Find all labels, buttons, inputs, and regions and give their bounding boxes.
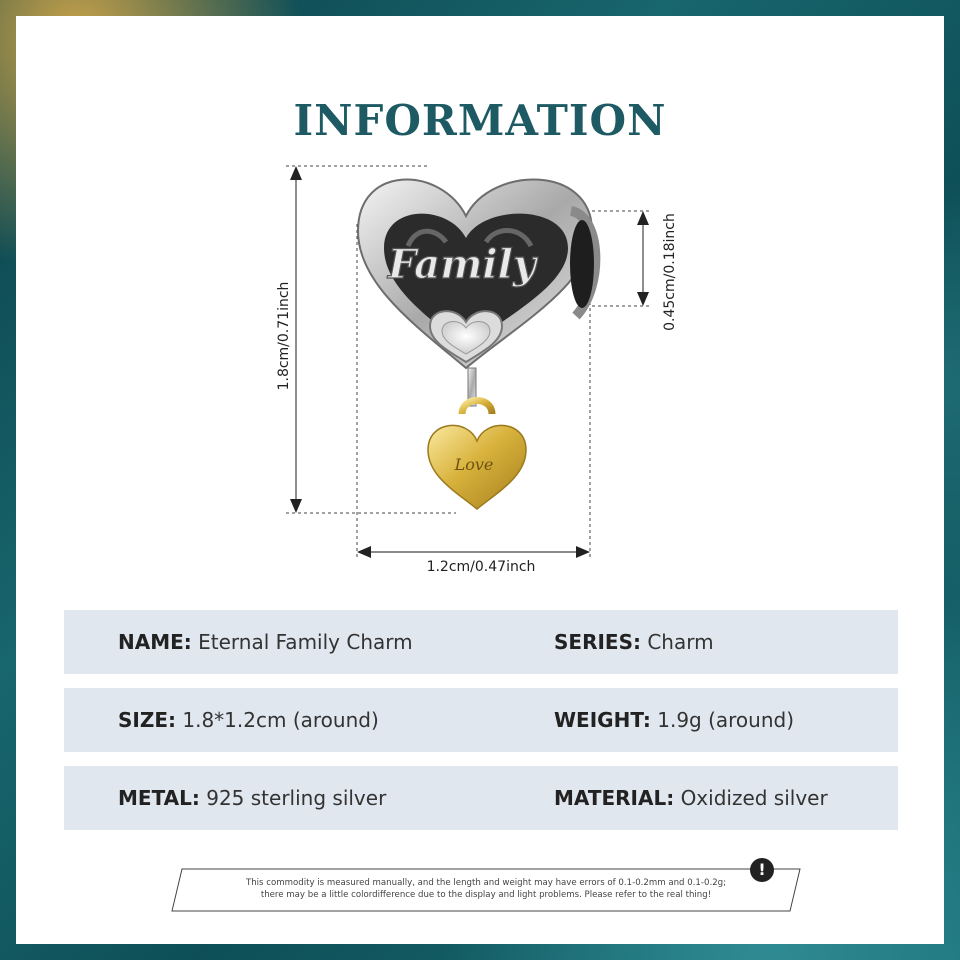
notice-text: This commodity is measured manually, and… bbox=[166, 877, 806, 901]
notice-line-2: there may be a little colordifference du… bbox=[260, 890, 712, 900]
spec-row-size: SIZE: 1.8*1.2cm (around) WEIGHT: 1.9g (a… bbox=[64, 688, 898, 752]
charm-engraving-love: Love bbox=[454, 455, 494, 474]
spec-value: 1.9g (around) bbox=[657, 708, 795, 732]
spec-cell-series: SERIES: Charm bbox=[554, 610, 714, 674]
charm-heart bbox=[356, 178, 601, 370]
dimension-arrows bbox=[290, 166, 649, 558]
spec-value: Charm bbox=[647, 630, 714, 654]
spec-value: Eternal Family Charm bbox=[198, 630, 413, 654]
spec-label: SIZE: bbox=[118, 708, 177, 732]
spec-cell-metal: METAL: 925 sterling silver bbox=[118, 766, 386, 830]
spec-row-name: NAME: Eternal Family Charm SERIES: Charm bbox=[64, 610, 898, 674]
charm-diagram: Family Love bbox=[286, 165, 652, 558]
spec-cell-material: MATERIAL: Oxidized silver bbox=[554, 766, 828, 830]
spec-value: 925 sterling silver bbox=[206, 786, 387, 810]
spec-label: METAL: bbox=[118, 786, 200, 810]
charm-connector bbox=[458, 367, 496, 415]
spec-cell-size: SIZE: 1.8*1.2cm (around) bbox=[118, 688, 379, 752]
spec-label: WEIGHT: bbox=[554, 708, 651, 732]
notice-line-1: This commodity is measured manually, and… bbox=[245, 878, 727, 888]
dimension-guides bbox=[286, 165, 652, 558]
exclamation-icon: ! bbox=[750, 858, 774, 882]
notice-box: This commodity is measured manually, and… bbox=[166, 868, 806, 912]
charm-pendant-heart bbox=[427, 424, 527, 510]
page-title: INFORMATION bbox=[293, 96, 667, 145]
notice-border bbox=[171, 868, 801, 912]
spec-label: NAME: bbox=[118, 630, 192, 654]
hole-dimension-label: 0.45cm/0.18inch bbox=[662, 213, 678, 331]
info-card: INFORMATION bbox=[16, 16, 944, 944]
spec-value: Oxidized silver bbox=[680, 786, 828, 810]
width-dimension-label: 1.2cm/0.47inch bbox=[426, 559, 536, 575]
spec-label: SERIES: bbox=[554, 630, 641, 654]
charm-engraving-family: Family bbox=[387, 241, 539, 288]
spec-label: MATERIAL: bbox=[554, 786, 675, 810]
height-dimension-label: 1.8cm/0.71inch bbox=[276, 281, 292, 391]
spec-cell-weight: WEIGHT: 1.9g (around) bbox=[554, 688, 794, 752]
spec-cell-name: NAME: Eternal Family Charm bbox=[118, 610, 413, 674]
spec-row-metal: METAL: 925 sterling silver MATERIAL: Oxi… bbox=[64, 766, 898, 830]
spec-value: 1.8*1.2cm (around) bbox=[182, 708, 379, 732]
